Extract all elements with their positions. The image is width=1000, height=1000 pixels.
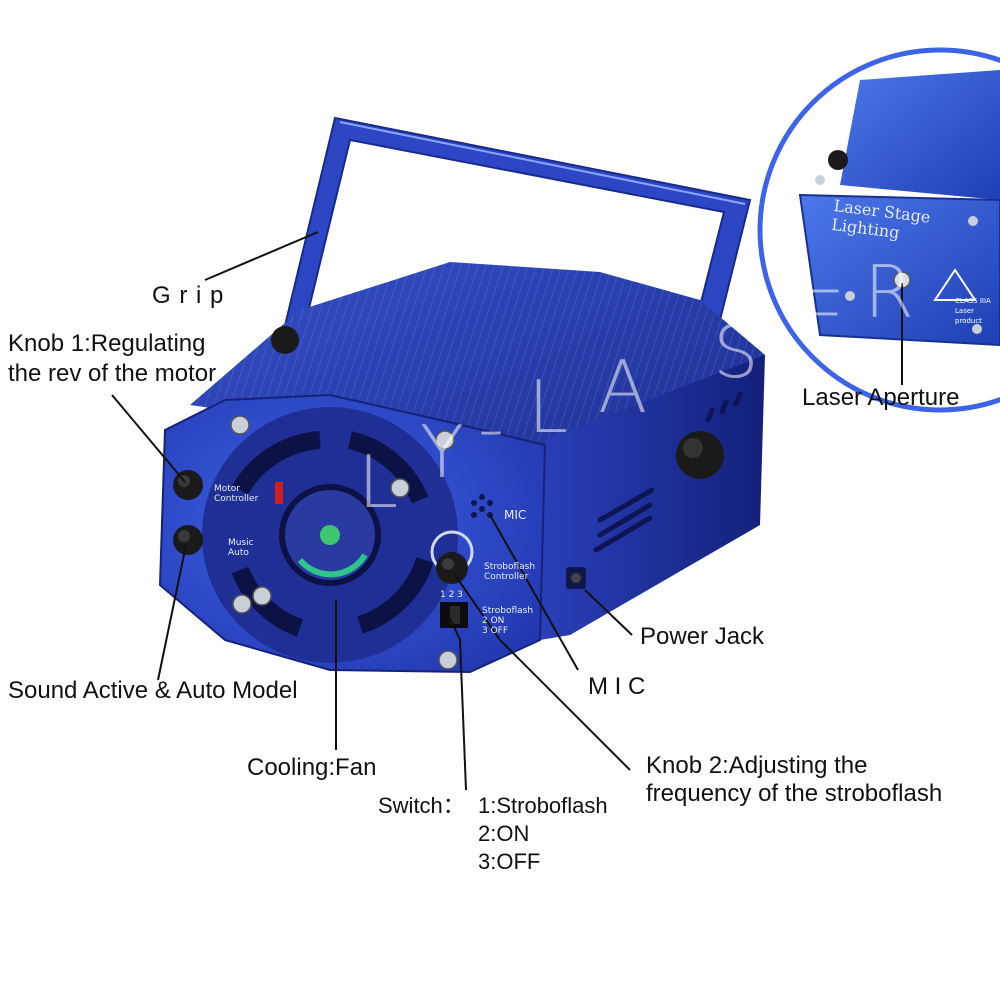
mode-switch <box>440 602 468 628</box>
label-cooling-fan: Cooling:Fan <box>247 754 377 781</box>
laser-warning-icon <box>933 268 977 301</box>
label-grip: G r i p <box>152 282 225 309</box>
label-laser-aperture: Laser Aperture <box>802 384 960 411</box>
watermark-letter: - <box>478 386 504 470</box>
label-switch-title: Switch： <box>378 793 465 818</box>
watermark-letter: L <box>358 440 399 524</box>
watermark-letter: L <box>528 365 569 449</box>
label-switch-opt3: 3:OFF <box>478 849 541 874</box>
watermark-letter: Y <box>420 410 464 494</box>
label-sound-active: Sound Active & Auto Model <box>8 677 298 704</box>
housing-side <box>540 355 765 640</box>
mic-holes <box>471 494 493 518</box>
label-power-jack: Power Jack <box>640 623 765 650</box>
screws <box>230 415 458 670</box>
label-knob1-line2: the rev of the motor <box>8 360 217 387</box>
watermark-letter: E <box>800 275 846 359</box>
label-knob1-line1: Knob 1:Regulating <box>8 330 206 357</box>
right-thumb-screw <box>676 431 724 479</box>
label-switch-opt1: 1:Stroboflash <box>478 793 608 818</box>
label-knob2-line1: Knob 2:Adjusting the <box>646 752 868 779</box>
aperture-inset <box>757 47 1000 413</box>
callout-lines <box>111 231 903 791</box>
label-knob2-line2: frequency of the stroboflash <box>646 780 943 807</box>
music-auto-knob <box>173 525 203 555</box>
panel-mic-text: MIC <box>504 508 527 522</box>
watermark-letter: S <box>713 310 759 394</box>
watermark-letter: A <box>598 345 648 429</box>
panel-switch-numbers: 1 2 3 <box>440 590 463 600</box>
left-thumb-screw <box>271 326 299 354</box>
label-switch-opt2: 2:ON <box>478 821 530 846</box>
label-mic: M I C <box>588 673 646 700</box>
stroboflash-knob <box>430 530 474 584</box>
watermark-letter: R <box>864 250 915 334</box>
